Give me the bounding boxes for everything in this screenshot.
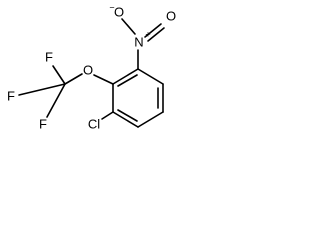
ring-bond-c4-c5 xyxy=(137,111,164,128)
chloro-group: Cl xyxy=(88,111,114,131)
nitro-o-label: O xyxy=(166,8,176,23)
cl-label: Cl xyxy=(88,116,100,131)
nitro-o-minus-charge: − xyxy=(109,2,114,12)
bond-ring-ether-o xyxy=(93,74,114,85)
f-bottom-label: F xyxy=(39,116,47,131)
bond-c-f-bottom xyxy=(46,83,66,118)
bond-n-o-double-a xyxy=(144,23,162,38)
chemical-structure-diagram: N + O − O O F F F Cl xyxy=(7,2,176,131)
bond-n-o-single xyxy=(121,18,136,35)
ring-bond-c3-c4 xyxy=(112,111,139,128)
ether-o-label: O xyxy=(83,62,93,77)
nitro-n-charge: + xyxy=(145,29,150,39)
trifluoromethoxy-group: O F F F xyxy=(7,49,114,131)
bond-c-f-top xyxy=(52,65,66,85)
f-left-label: F xyxy=(7,88,15,103)
bond-c-f-left xyxy=(18,83,66,96)
bond-ether-o-cf3 xyxy=(64,73,83,85)
bond-ring-cl xyxy=(101,111,114,120)
benzene-ring xyxy=(112,68,164,128)
nitro-o-minus-label: O xyxy=(114,4,124,19)
bond-n-o-double-b xyxy=(147,27,165,42)
nitro-n-label: N xyxy=(134,34,143,49)
ring-double-bond-c1-c2 xyxy=(117,74,138,87)
ring-double-bond-c3-c4 xyxy=(117,109,138,122)
ring-bond-c1-c2 xyxy=(112,68,139,85)
ring-bond-c6-c1 xyxy=(137,68,164,85)
nitro-group: N + O − O xyxy=(109,2,176,70)
f-top-label: F xyxy=(45,49,53,64)
